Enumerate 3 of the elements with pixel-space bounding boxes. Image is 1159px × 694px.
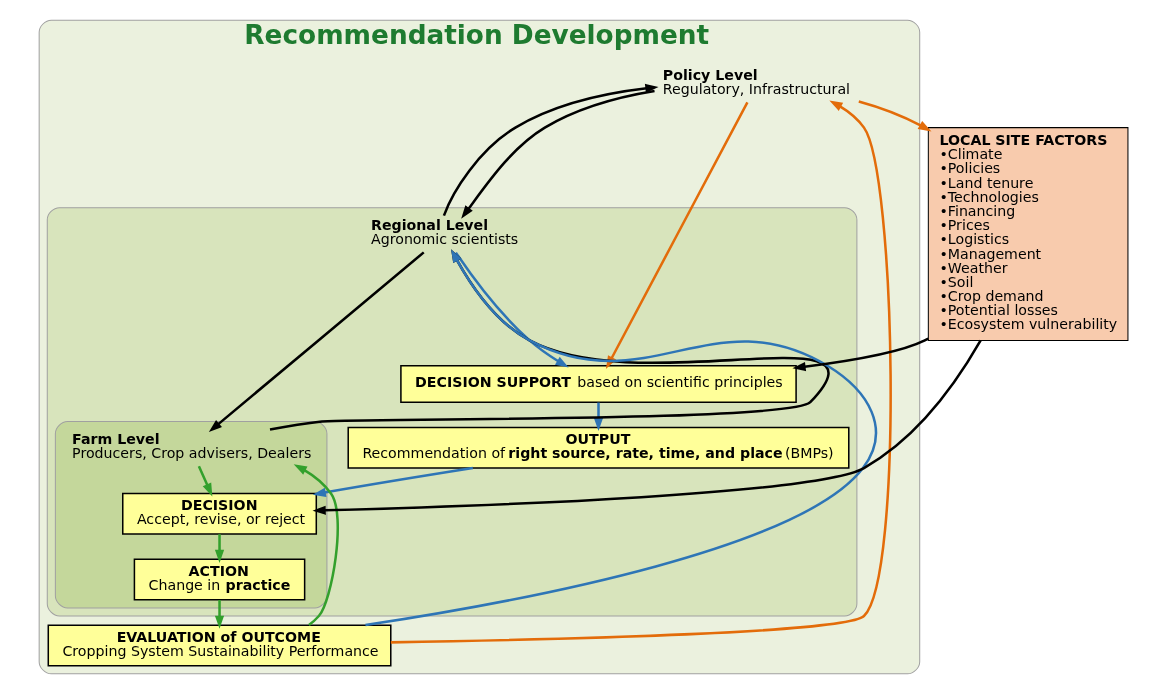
node-text: Policy Level Regulatory, Infrastructural [662, 67, 851, 98]
node-text: Farm Level Producers, Crop advisers, Dealers [72, 430, 312, 462]
node-text: Regional Level Agronomic scientists [371, 217, 519, 248]
